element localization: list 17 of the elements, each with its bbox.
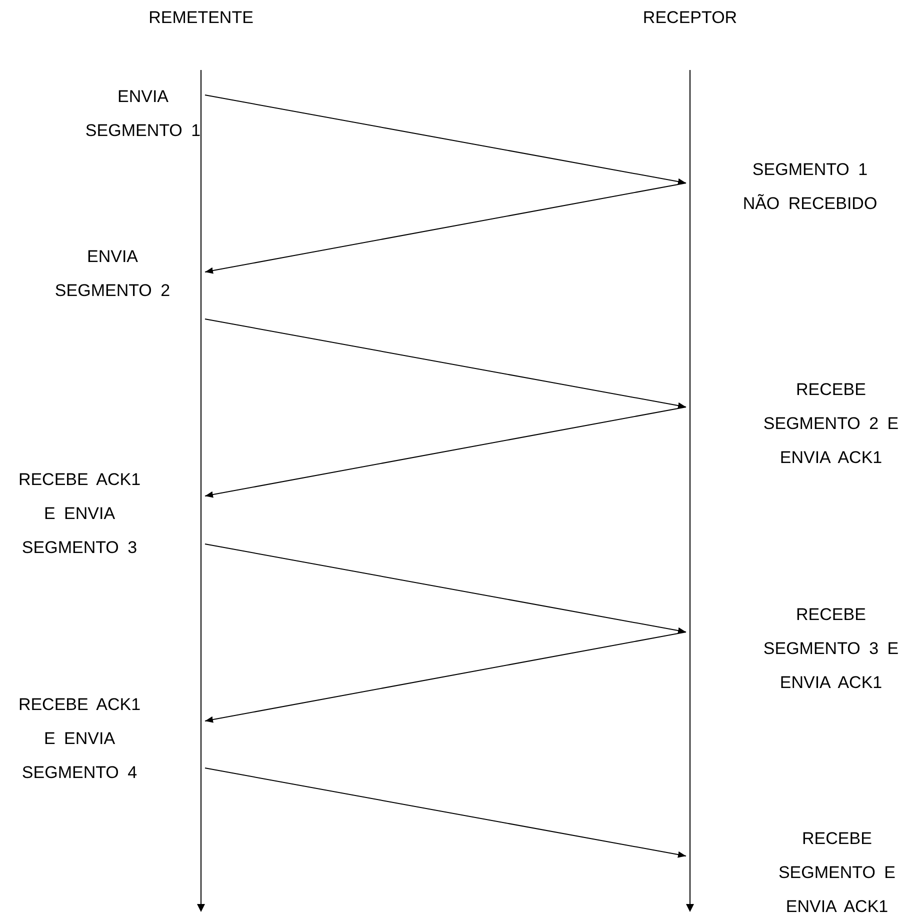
event-note: RECEBE ACK1 E ENVIA SEGMENTO 4: [17, 694, 142, 784]
message-arrow: [204, 544, 686, 634]
message-arrow: [204, 94, 686, 185]
event-note: ENVIA SEGMENTO 1: [84, 86, 202, 142]
event-note: RECEBE SEGMENTO 2 E ENVIA ACK1: [762, 379, 900, 469]
event-note: SEGMENTO 1 NÃO RECEBIDO: [742, 159, 878, 215]
lifeline-label: RECEPTOR: [642, 8, 738, 28]
message-arrow: [204, 406, 686, 498]
message-arrow: [204, 182, 686, 274]
message-arrow: [204, 768, 686, 858]
event-note: RECEBE SEGMENTO E ENVIA ACK1: [777, 828, 897, 916]
event-note: RECEBE SEGMENTO 3 E ENVIA ACK1: [762, 604, 900, 694]
event-note: RECEBE ACK1 E ENVIA SEGMENTO 3: [17, 469, 142, 559]
event-note: ENVIA SEGMENTO 2: [54, 246, 172, 302]
lifeline-label: REMETENTE: [148, 8, 254, 28]
message-arrow: [204, 318, 686, 409]
message-arrow: [204, 632, 686, 723]
